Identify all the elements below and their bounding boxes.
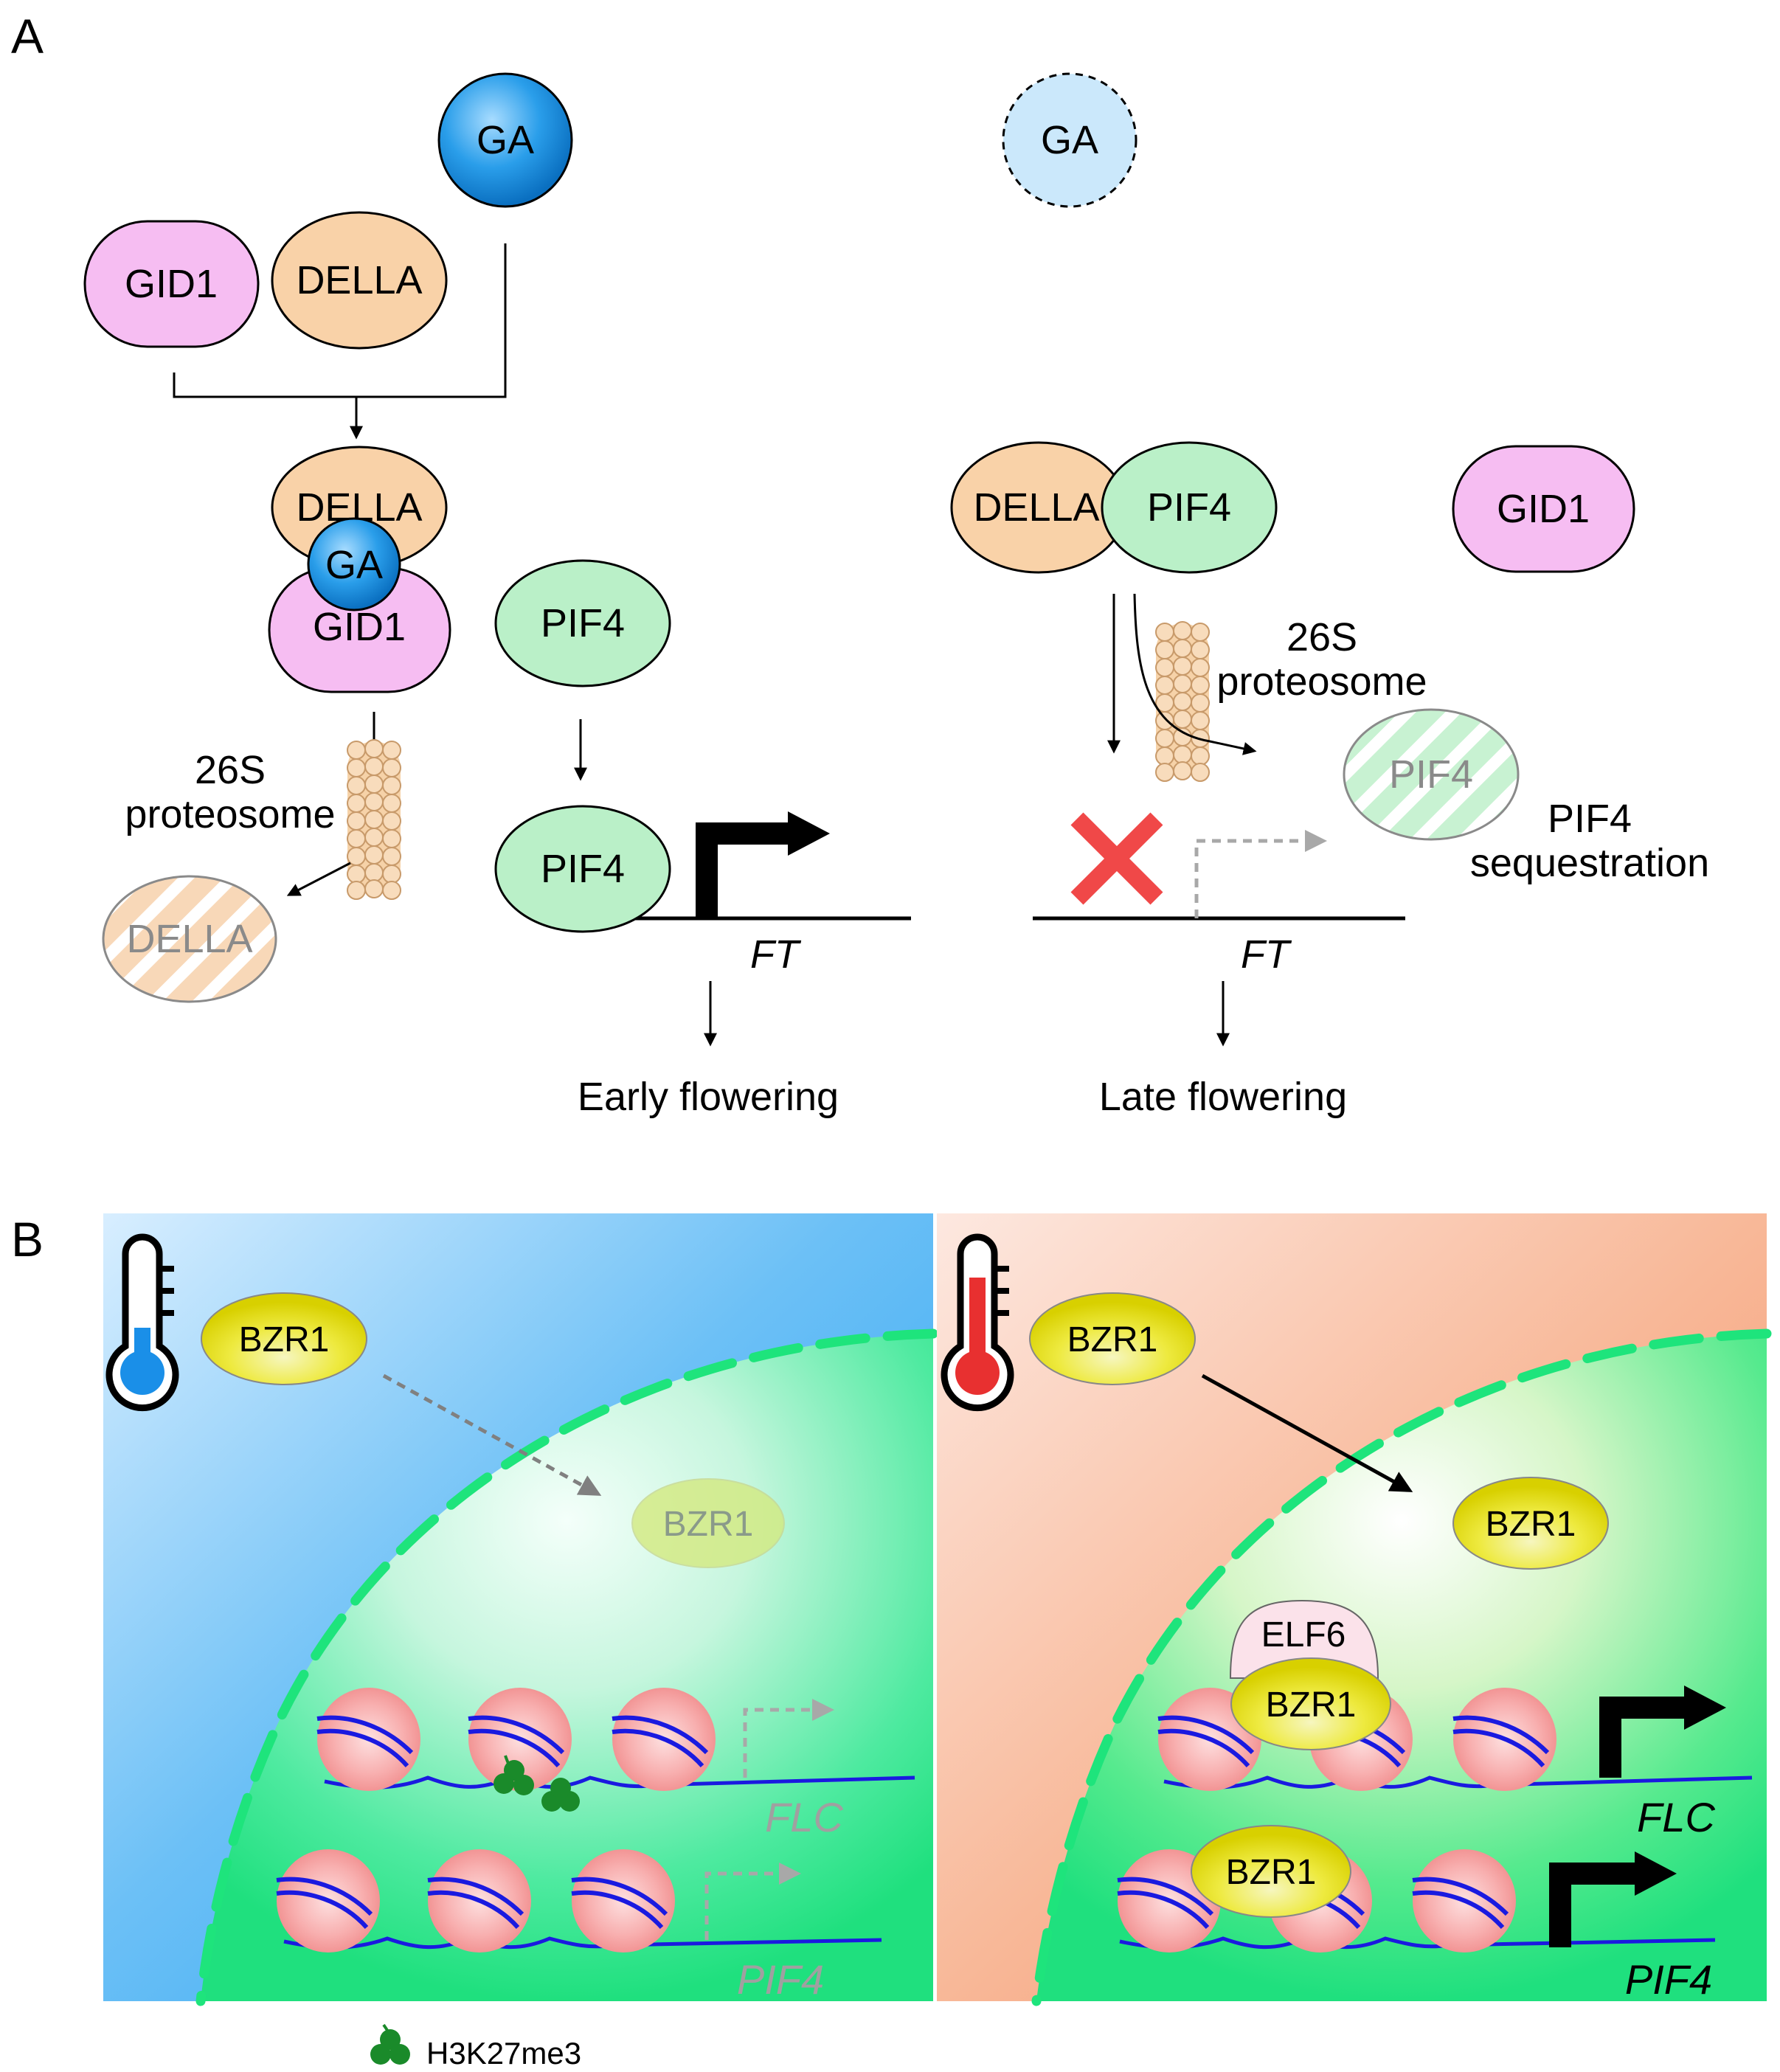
legend: H3K27me3 bbox=[370, 2023, 581, 2071]
warm-bzr1-pif4-label: BZR1 bbox=[1226, 1853, 1317, 1892]
degraded-della-label: DELLA bbox=[126, 917, 252, 961]
degraded-della bbox=[102, 875, 277, 1003]
gid1-right bbox=[1452, 445, 1635, 573]
proteosome-left-icon bbox=[347, 739, 401, 900]
sequestration-label-2: sequestration bbox=[1470, 841, 1709, 885]
pif4-right bbox=[1101, 441, 1278, 574]
proteosome-left-label-1: 26S bbox=[195, 748, 266, 792]
warm-bzr1-cytoplasm bbox=[1029, 1292, 1196, 1385]
h3k27me3-legend-icon bbox=[370, 2023, 410, 2065]
cold-pif4-label: PIF4 bbox=[737, 1956, 824, 2003]
della-label: DELLA bbox=[296, 258, 422, 302]
gid1-label: GID1 bbox=[125, 262, 218, 306]
pif4-right-label: PIF4 bbox=[1147, 485, 1231, 530]
binding-connector bbox=[173, 243, 507, 398]
proteosome-left-label-2: proteosome bbox=[125, 792, 335, 836]
warm-import-arrow bbox=[1201, 1373, 1413, 1492]
warm-bzr1-nucleus-label: BZR1 bbox=[1486, 1505, 1576, 1544]
cold-nucleosome-6 bbox=[572, 1849, 675, 1953]
warm-nuclear-envelope bbox=[1031, 1328, 1772, 2006]
warm-elf6-label: ELF6 bbox=[1261, 1615, 1346, 1655]
pif4-bound bbox=[494, 805, 671, 933]
proteosome-right-label-1: 26S bbox=[1286, 615, 1357, 659]
cold-import-arrow bbox=[382, 1373, 602, 1496]
warm-nucleosome-3 bbox=[1453, 1688, 1556, 1791]
cold-flc-label: FLC bbox=[765, 1794, 843, 1840]
cold-nucleosome-5 bbox=[428, 1849, 531, 1953]
cold-nucleosome-3 bbox=[612, 1688, 716, 1791]
pif4-free-label: PIF4 bbox=[541, 601, 625, 645]
cold-nucleosome-4 bbox=[277, 1849, 380, 1953]
transcription-arrow-icon bbox=[696, 822, 789, 918]
pif4-sequestered bbox=[1343, 708, 1520, 841]
pif4-sequestered-label: PIF4 bbox=[1389, 752, 1473, 797]
cold-nucleosome-1 bbox=[317, 1688, 420, 1791]
warm-pif4-transcription-arrow bbox=[1549, 1863, 1636, 1947]
panel-a-letter: A bbox=[11, 9, 44, 63]
cold-bzr1-cytoplasm-label: BZR1 bbox=[239, 1320, 330, 1359]
warm-bzr1-flc-label: BZR1 bbox=[1266, 1685, 1357, 1725]
degradation-arrow-left bbox=[286, 862, 351, 896]
pif4-free bbox=[494, 559, 671, 687]
warm-pif4-label: PIF4 bbox=[1625, 1956, 1712, 2003]
ga-absent bbox=[1002, 72, 1137, 208]
cold-bzr1-nucleus bbox=[631, 1478, 785, 1568]
warm-pif4-arrowhead bbox=[1635, 1851, 1677, 1896]
late-flowering-label: Late flowering bbox=[1099, 1075, 1347, 1119]
proteosome-right-icon bbox=[1155, 621, 1210, 782]
della-protein bbox=[271, 211, 448, 350]
early-flowering-label: Early flowering bbox=[578, 1075, 839, 1119]
pif4-bound-label: PIF4 bbox=[541, 847, 625, 891]
della-right-label: DELLA bbox=[973, 485, 1099, 530]
warm-flc-label: FLC bbox=[1637, 1794, 1715, 1840]
proteosome-right-label-2: proteosome bbox=[1216, 659, 1427, 704]
warm-flc-transcription-arrow bbox=[1599, 1697, 1686, 1778]
gid1-protein bbox=[83, 220, 260, 348]
warm-bzr1-pif4 bbox=[1191, 1825, 1351, 1918]
warm-bzr1-cytoplasm-label: BZR1 bbox=[1067, 1320, 1158, 1359]
gid1-right-label: GID1 bbox=[1497, 487, 1590, 531]
ft-left-label: FT bbox=[750, 932, 802, 977]
warm-bzr1-flc bbox=[1230, 1657, 1391, 1750]
complex-ga bbox=[307, 517, 401, 611]
cold-bzr1-nucleus-label: BZR1 bbox=[663, 1505, 754, 1544]
warm-panel: BZR1 BZR1 ELF6 BZR1 FLC BZR1 bbox=[937, 1213, 1772, 2006]
cold-flc-blocked-arrow bbox=[743, 1699, 834, 1778]
sequestration-arrow bbox=[1133, 593, 1257, 755]
legend-label: H3K27me3 bbox=[426, 2036, 581, 2071]
warm-flc-elf6 bbox=[1229, 1599, 1379, 1679]
panel-b: B BZR1 BZR1 bbox=[11, 1212, 1772, 2071]
sequestration-label-1: PIF4 bbox=[1548, 797, 1632, 841]
block-cross-icon bbox=[1070, 812, 1163, 905]
cold-pif4-blocked-arrow bbox=[704, 1863, 801, 1940]
blocked-transcription-arrow bbox=[1194, 830, 1327, 918]
warm-bzr1-nucleus bbox=[1452, 1477, 1609, 1570]
cold-nuclear-envelope bbox=[195, 1328, 938, 2006]
ga-label: GA bbox=[477, 118, 534, 162]
complex-ga-label: GA bbox=[325, 543, 383, 587]
ga-absent-label: GA bbox=[1041, 118, 1098, 162]
ga-hormone bbox=[437, 72, 573, 208]
ft-right-label: FT bbox=[1241, 932, 1292, 977]
thermometer-warm-icon bbox=[941, 1233, 1014, 1412]
panel-b-letter: B bbox=[11, 1212, 44, 1267]
warm-flc-arrowhead bbox=[1684, 1685, 1726, 1730]
warm-nucleosome-6 bbox=[1413, 1849, 1516, 1953]
h3k27me3-mark-icon bbox=[494, 1755, 580, 1812]
thermometer-cold-icon bbox=[105, 1233, 179, 1412]
cold-panel: BZR1 BZR1 FLC PIF4 bbox=[103, 1213, 938, 2006]
panel-a: A GA GID1 DELLA DELLA GID1 GA 26S proteo… bbox=[11, 9, 1709, 1119]
transcription-arrowhead bbox=[788, 811, 830, 856]
complex-gid1-label: GID1 bbox=[313, 605, 406, 649]
cold-bzr1-cytoplasm bbox=[201, 1292, 367, 1385]
